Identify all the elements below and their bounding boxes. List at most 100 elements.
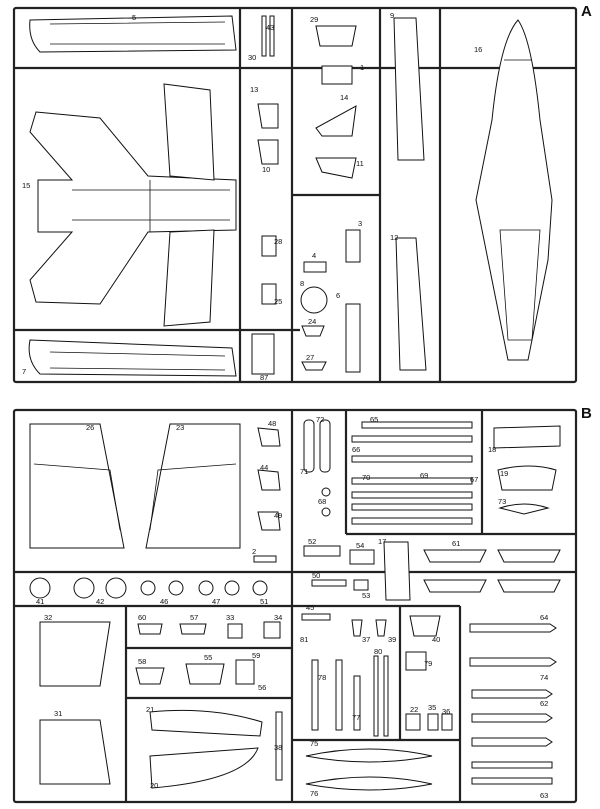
part-31-ventral-fin [39,719,111,785]
part-number: 53 [362,591,370,600]
part-number: 1 [360,63,364,72]
part-15-wing-assembly [29,83,237,327]
sprue-b: B [12,405,592,804]
part-40-part [409,615,441,637]
part-number: 70 [362,473,370,482]
part-32-ventral-fin [39,621,111,687]
part-68-disc [321,507,331,517]
part-number: 6 [336,291,340,300]
part-45-part [301,613,331,621]
part-14-panel [315,105,357,137]
part-23-vertical-fin [145,423,241,549]
part-44-landing-gear [257,469,281,491]
part-53-block [353,579,369,591]
part-6-tube [345,303,361,373]
part-number: 29 [310,15,318,24]
part-11-panel [315,157,357,179]
part-21-intake-side [149,709,263,737]
part-number: 67 [470,475,478,484]
part-58-part [135,667,165,685]
part-number: 71 [300,467,308,476]
part-39-part [375,619,387,637]
part-number: 36 [442,707,450,716]
part-35-part [427,713,439,731]
part-number: 12 [390,233,398,242]
part-number: 25 [274,297,282,306]
part-number: 61 [452,539,460,548]
part-75-tank-half [305,748,433,763]
part-number: 58 [138,657,146,666]
sprue-a-label: A [581,3,592,20]
part-number: 15 [22,181,30,190]
part-number: 47 [212,597,220,606]
part-number: 27 [306,353,314,362]
part-number: 8 [300,279,304,288]
sprue-a: A [12,3,592,384]
part-number: 33 [226,613,234,622]
part-29-intake [315,25,357,47]
part-72-tube [303,419,315,473]
part-48-landing-gear [257,427,281,447]
wheel-parts [29,577,268,599]
part-72-tube [319,419,331,473]
part-1-block [321,65,353,85]
part-61-fuel-tanks [423,549,561,593]
part-5-fuselage-side [29,15,237,53]
part-number: 79 [424,659,432,668]
part-12-panel [395,237,427,371]
part-number: 80 [374,647,382,656]
part-number: 48 [268,419,276,428]
part-number: 73 [498,497,506,506]
part-34-plate [263,621,281,639]
part-54-block [349,549,375,565]
part-number: 40 [432,635,440,644]
part-number: 43 [266,23,274,32]
part-number: 39 [388,635,396,644]
part-number: 69 [420,471,428,480]
part-number: 38 [274,743,282,752]
part-59-part [235,659,255,685]
part-7-fuselage-side [28,339,237,377]
part-87-struts [251,333,275,375]
part-number: 75 [310,739,318,748]
part-number: 77 [352,713,360,722]
part-number: 54 [356,541,364,550]
part-4-clip [303,261,327,273]
part-60-part [137,623,163,635]
part-9-panel [393,17,425,161]
part-73-clear-part [498,503,550,515]
part-number: 60 [138,613,146,622]
part-17-panel [383,541,411,601]
part-68-disc [321,487,331,497]
part-16-fuselage-upper [475,19,553,361]
sprue-b-label: B [581,405,592,422]
part-number: 50 [312,571,320,580]
part-36-part [441,713,453,731]
part-33-plate [227,623,243,639]
part-number: 59 [252,651,260,660]
part-3-bracket [345,229,361,263]
part-number: 81 [300,635,308,644]
part-19-canopy [497,465,557,491]
part-number: 23 [176,423,184,432]
part-28-plate [261,235,277,257]
part-number: 18 [488,445,496,454]
part-50-arm [311,579,347,587]
part-number: 19 [500,469,508,478]
part-number: 65 [370,415,378,424]
part-27-piece [301,361,327,371]
part-number: 34 [274,613,282,622]
part-number: 42 [96,597,104,606]
part-number: 2 [252,547,256,556]
part-number: 17 [378,537,386,546]
missile-parts [311,655,389,737]
rail-parts [351,421,473,525]
part-number: 68 [318,497,326,506]
part-49-landing-gear [257,511,281,531]
part-25-plate [261,283,277,305]
part-number: 31 [54,709,62,718]
part-37-part [351,619,363,637]
part-number: 32 [44,613,52,622]
part-number: 44 [260,463,268,472]
